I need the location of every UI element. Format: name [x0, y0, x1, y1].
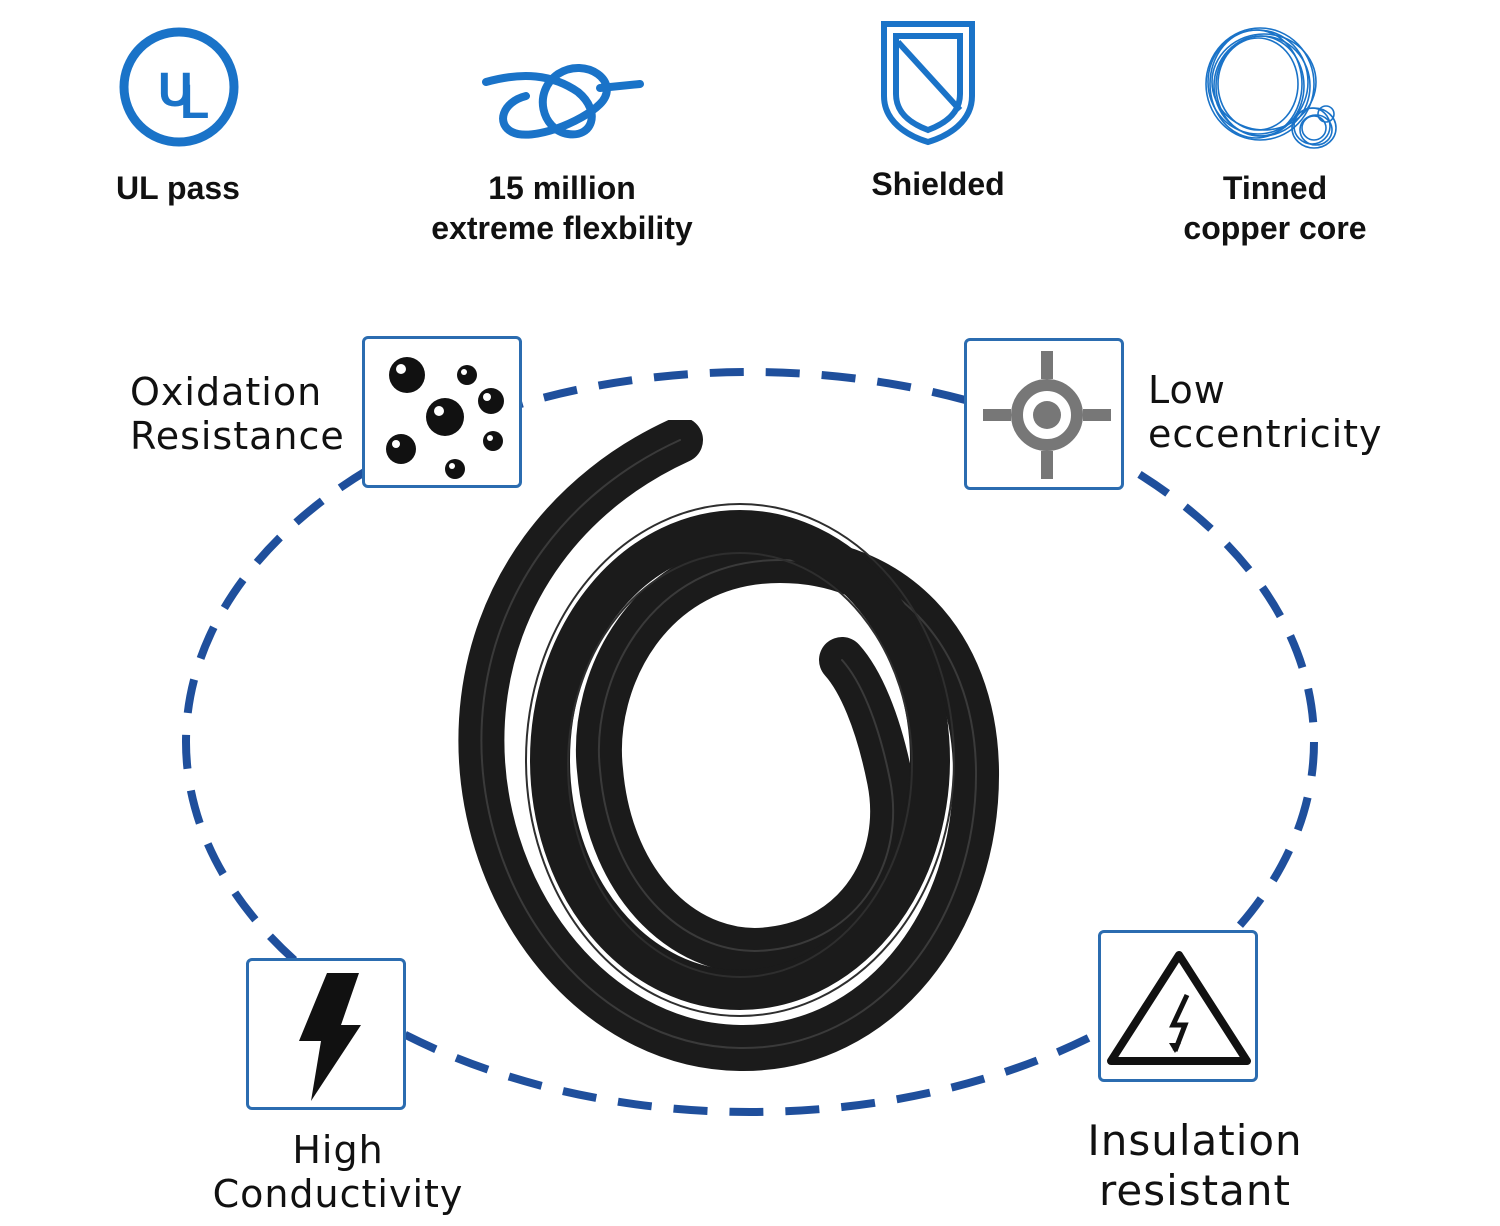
coiled-cable	[458, 420, 1000, 1072]
oxidation-label: Oxidation Resistance	[130, 370, 345, 458]
flexibility-label: 15 million extreme flexbility	[431, 170, 693, 246]
eccentricity-label: Low eccentricity	[1148, 368, 1383, 456]
eccentricity-icon-box	[964, 338, 1124, 490]
svg-text:L: L	[180, 76, 209, 129]
copper-coil-icon	[1205, 27, 1337, 149]
insulation-label: Insulation resistant	[1087, 1116, 1303, 1215]
insulation-icon-box	[1098, 930, 1258, 1082]
lightning-icon	[299, 973, 361, 1101]
shield-icon	[881, 21, 975, 146]
ul-logo-icon: U L	[119, 27, 239, 147]
target-icon	[983, 351, 1111, 479]
shielded-label: Shielded	[871, 166, 1005, 202]
bubbles-icon	[386, 357, 504, 479]
high-voltage-warning-icon	[1107, 951, 1251, 1065]
conductivity-icon-box	[246, 958, 406, 1110]
conductivity-label: High Conductivity	[212, 1128, 464, 1216]
svg-text:U: U	[158, 64, 193, 117]
ul-pass-label: UL pass	[116, 170, 240, 206]
knot-icon	[482, 64, 644, 139]
tinned-copper-label: Tinned copper core	[1183, 170, 1367, 246]
oxidation-icon-box	[362, 336, 522, 488]
